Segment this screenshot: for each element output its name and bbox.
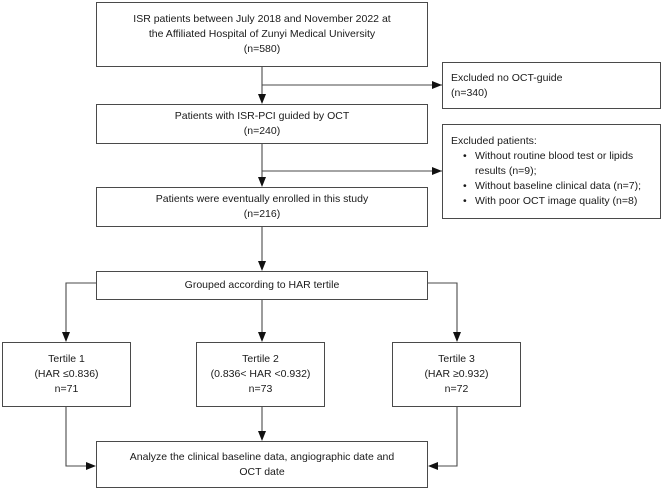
arrowhead-tertile2-to-analysis (258, 431, 266, 441)
excluded-no-oct-line1: Excluded no OCT-guide (451, 71, 563, 84)
tertile2-line3: n=73 (248, 383, 273, 395)
analysis-line2: OCT date (239, 465, 285, 478)
excluded-patients-bullet: Without routine blood test or lipids res… (463, 149, 652, 179)
connector-grouped-to-tertile1 (65, 282, 96, 336)
excluded-patients-bullet-list: Without routine blood test or lipids res… (451, 149, 652, 209)
tertile3-line2: (HAR ≥0.932) (424, 368, 489, 380)
arrowhead-grouped-to-tertile2 (258, 332, 266, 342)
arrowhead-source-to-isrpci (258, 94, 266, 104)
source-population-line1: ISR patients between July 2018 and Novem… (133, 13, 391, 25)
isr-pci-oct-line2: (n=240) (243, 125, 281, 137)
tertile1-line1: Tertile 1 (48, 353, 85, 365)
arrowhead-isrpci-to-enrolled (258, 177, 266, 187)
connector-tertile3-to-analysis (434, 407, 458, 467)
arrowhead-excluded-oct (432, 81, 442, 89)
arrowhead-tertile3-to-analysis (428, 462, 438, 470)
excluded-patients-bullet: Without baseline clinical data (n=7); (463, 179, 652, 194)
node-source-population: ISR patients between July 2018 and Novem… (96, 2, 428, 67)
node-isr-pci-oct: Patients with ISR-PCI guided by OCT (n=2… (96, 104, 428, 144)
tertile1-line3: n=71 (54, 383, 79, 395)
node-enrolled-patients: Patients were eventually enrolled in thi… (96, 187, 428, 227)
connector-grouped-to-tertile3 (428, 282, 458, 336)
tertile3-line1: Tertile 3 (438, 353, 475, 365)
node-tertile-2: Tertile 2 (0.836< HAR <0.932) n=73 (196, 342, 325, 407)
tertile2-line1: Tertile 2 (242, 353, 279, 365)
source-population-line3: (n=580) (243, 43, 281, 55)
analysis-line1: Analyze the clinical baseline data, angi… (129, 450, 395, 463)
tertile3-line3: n=72 (444, 383, 469, 395)
node-excluded-patients: Excluded patients: Without routine blood… (442, 124, 661, 219)
node-tertile-1: Tertile 1 (HAR ≤0.836) n=71 (2, 342, 131, 407)
node-grouped-har-tertile: Grouped according to HAR tertile (96, 271, 428, 300)
tertile1-line2: (HAR ≤0.836) (34, 368, 99, 380)
grouped-line1: Grouped according to HAR tertile (184, 279, 340, 291)
excluded-patients-heading: Excluded patients: (451, 135, 537, 147)
source-population-line2: the Affiliated Hospital of Zunyi Medical… (148, 28, 376, 40)
enrolled-line2: (n=216) (243, 208, 281, 220)
arrowhead-grouped-to-tertile1 (62, 332, 70, 342)
arrowhead-tertile1-to-analysis (86, 462, 96, 470)
arrowhead-excluded-patients (432, 167, 442, 175)
arrowhead-grouped-to-tertile3 (453, 332, 461, 342)
enrolled-line1: Patients were eventually enrolled in thi… (155, 193, 369, 205)
arrowhead-enrolled-to-grouped (258, 261, 266, 271)
node-tertile-3: Tertile 3 (HAR ≥0.932) n=72 (392, 342, 521, 407)
connector-tertile1-to-analysis (65, 407, 90, 467)
node-analysis: Analyze the clinical baseline data, angi… (96, 441, 428, 488)
tertile2-line2: (0.836< HAR <0.932) (210, 368, 311, 380)
excluded-patients-bullet: With poor OCT image quality (n=8) (463, 194, 652, 209)
isr-pci-oct-line1: Patients with ISR-PCI guided by OCT (174, 110, 350, 122)
excluded-no-oct-line2: (n=340) (451, 86, 488, 99)
node-excluded-no-oct-guide: Excluded no OCT-guide (n=340) (442, 62, 661, 109)
